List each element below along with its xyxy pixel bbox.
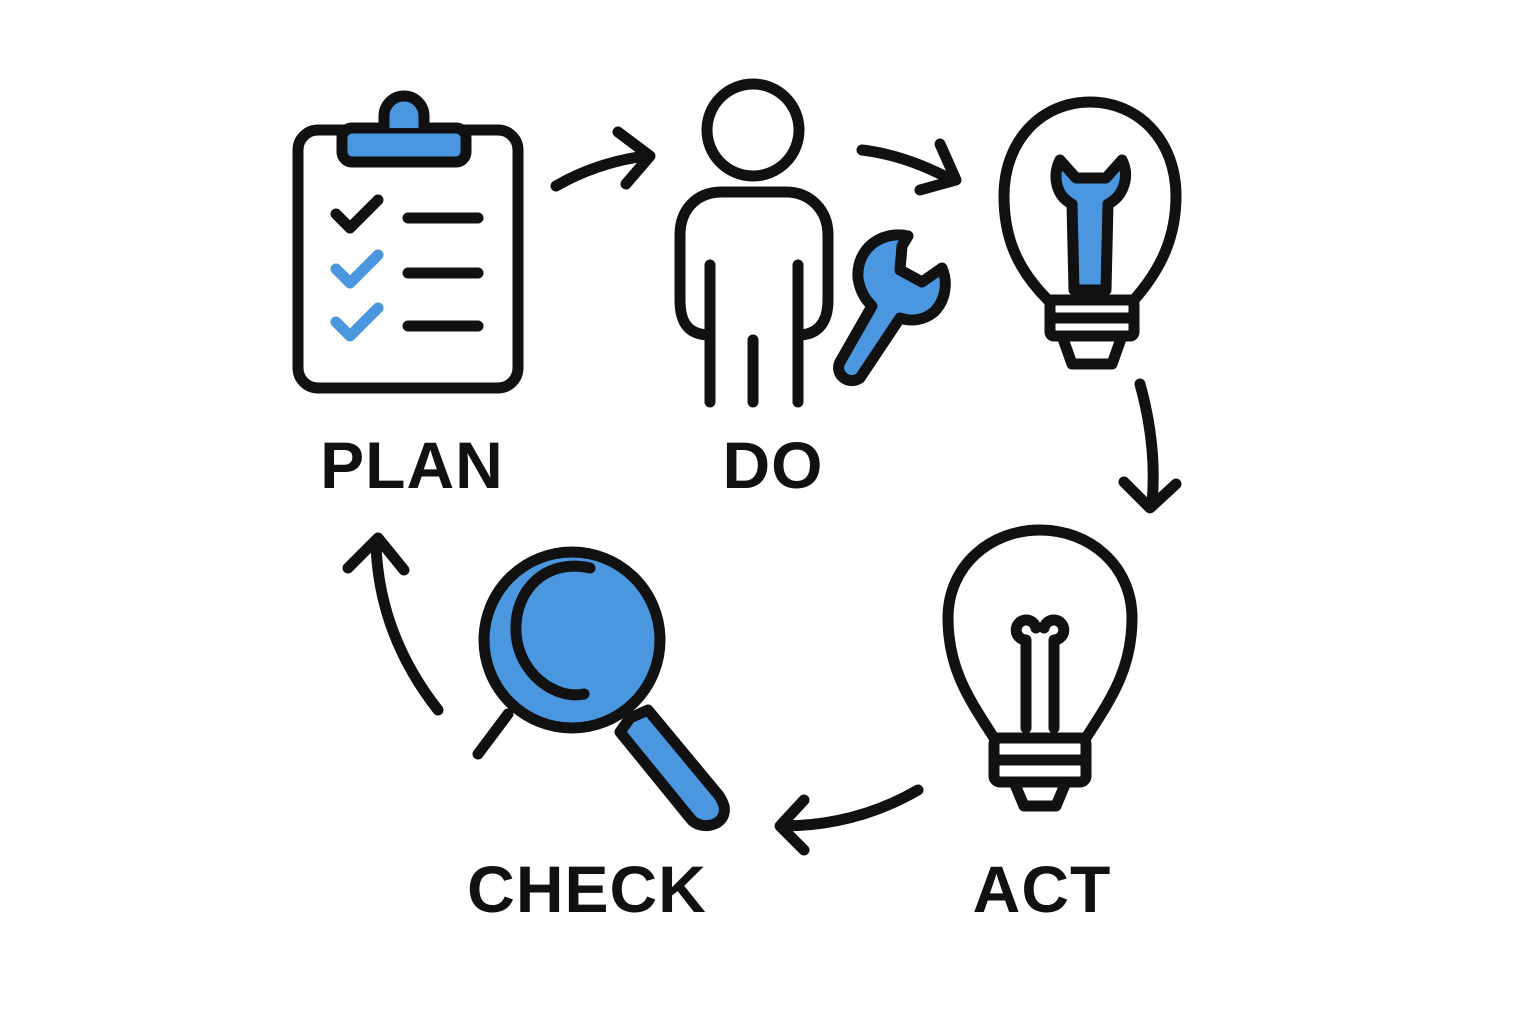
- arrow-act-to-check: [774, 784, 924, 856]
- clipboard-checklist-icon: [292, 90, 524, 394]
- arrow-check-to-plan: [342, 532, 444, 716]
- arrow-plan-to-do: [550, 126, 656, 192]
- magnifying-glass-icon: [472, 546, 730, 832]
- do-label: DO: [722, 428, 824, 502]
- act-label: ACT: [972, 852, 1112, 926]
- lightbulb-icon: [942, 524, 1138, 812]
- person-with-wrench-icon: [674, 78, 951, 408]
- lightbulb-wrench-icon: [998, 96, 1182, 370]
- check-label: CHECK: [467, 852, 707, 926]
- arrow-bulb-to-act: [1118, 378, 1182, 514]
- arrow-do-to-bulb: [856, 138, 962, 196]
- plan-label: PLAN: [320, 428, 504, 502]
